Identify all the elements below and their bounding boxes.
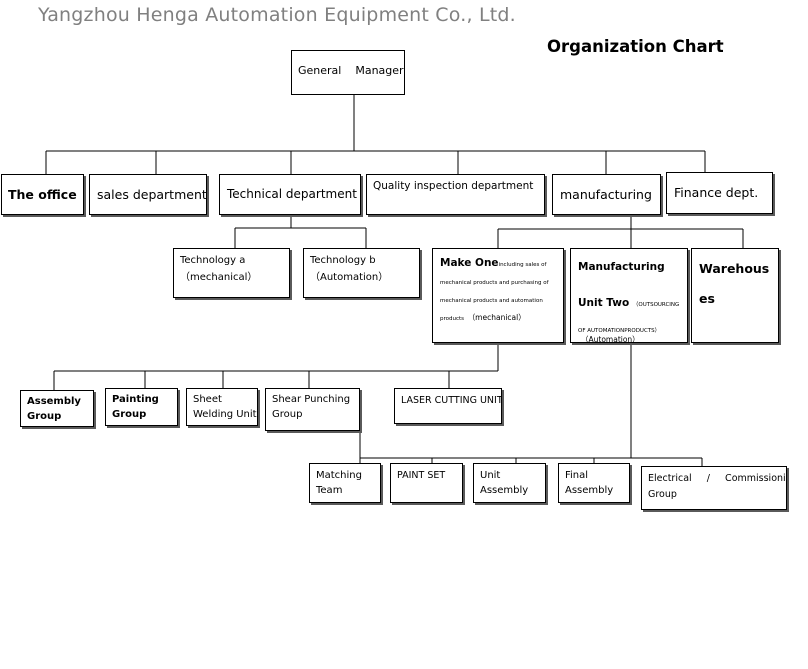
node-unit-line1: Unit (480, 470, 501, 481)
node-sales-label: sales department (97, 187, 207, 202)
node-assembly-line1: Assembly (27, 396, 81, 407)
company-name: Yangzhou Henga Automation Equipment Co.,… (38, 4, 516, 26)
node-shear-line2: Group (272, 409, 303, 420)
node-technology-a-line1: Technology a (180, 255, 246, 266)
node-technology-b-line2: （Automation） (310, 272, 389, 283)
node-manufacturing-unit-two: Manufacturing Unit Two （OUTSOURCING OF A… (570, 248, 688, 343)
node-electrical-line2: Group (648, 489, 677, 500)
node-quality-label: Quality inspection department (373, 180, 534, 192)
node-paint-set: PAINT SET (390, 463, 463, 503)
node-final-line1: Final (565, 470, 589, 481)
node-sales-department: sales department (89, 174, 207, 215)
node-technology-a: Technology a （mechanical） (173, 248, 290, 298)
node-laser-label: LASER CUTTING UNIT (401, 395, 502, 406)
node-mfg-two-tag: （Automation） (581, 335, 640, 343)
node-painting-line1: Painting (112, 394, 159, 405)
node-make-one: Make Oneincluding sales of mechanical pr… (432, 248, 564, 343)
node-general-manager: General Manager (291, 50, 405, 95)
node-make-one-note: including sales of mechanical products a… (440, 262, 549, 322)
node-the-office-label: The office (8, 187, 77, 202)
node-matching-line2: Team (316, 485, 343, 496)
node-mfg-two-line1: Manufacturing (578, 261, 665, 273)
node-painting-line2: Group (112, 409, 147, 420)
node-technical-department: Technical department (219, 174, 361, 215)
node-finance-label: Finance dept. (674, 185, 759, 200)
node-technology-b-line1: Technology b (310, 255, 376, 266)
node-electrical-line1: Electrical / Commissioning (648, 473, 787, 484)
node-technology-b: Technology b （Automation） (303, 248, 420, 298)
node-warehouses-line1: Warehous (699, 261, 770, 276)
node-make-one-tag: （mechanical） (467, 313, 526, 322)
node-finance: Finance dept. (666, 172, 773, 214)
node-unit-line2: Assembly (480, 485, 529, 496)
node-matching-team: Matching Team (309, 463, 381, 503)
node-the-office: The office (1, 174, 84, 215)
node-warehouses: Warehous es (691, 248, 779, 343)
node-sheet-line2: Welding Unit (193, 409, 257, 420)
node-warehouses-line2: es (699, 291, 715, 306)
node-technical-label: Technical department (227, 187, 357, 201)
node-matching-line1: Matching (316, 470, 362, 481)
node-mfg-two-note: （OUTSOURCING OF AUTOMATIONPRODUCTS） (578, 302, 680, 334)
node-unit-assembly: Unit Assembly (473, 463, 546, 503)
node-make-one-title: Make Oneincluding sales of mechanical pr… (440, 255, 560, 327)
node-sheet-line1: Sheet (193, 394, 222, 405)
node-final-line2: Assembly (565, 485, 614, 496)
node-assembly-group: Assembly Group (20, 390, 94, 427)
node-technology-a-line2: （mechanical） (180, 272, 258, 283)
node-final-assembly: Final Assembly (558, 463, 630, 503)
node-mfg-two-line2-wrap: Unit Two （OUTSOURCING OF AUTOMATIONPRODU… (578, 291, 684, 342)
node-manufacturing-label: manufacturing (560, 187, 652, 202)
node-make-one-title-text: Make One (440, 257, 499, 269)
node-shear-line1: Shear Punching (272, 394, 351, 405)
node-assembly-line2: Group (27, 411, 62, 422)
node-laser-cutting-unit: LASER CUTTING UNIT (394, 388, 502, 424)
chart-title: Organization Chart (547, 37, 724, 56)
node-electrical-commissioning-group: Electrical / Commissioning Group (641, 466, 787, 510)
node-mfg-two-line2: Unit Two (578, 297, 630, 309)
node-painting-group: Painting Group (105, 388, 178, 426)
node-sheet-welding-unit: Sheet Welding Unit (186, 388, 258, 426)
node-manufacturing: manufacturing (552, 174, 661, 215)
node-paint-set-label: PAINT SET (397, 470, 446, 481)
node-general-manager-label: General Manager (298, 64, 404, 77)
node-quality-inspection: Quality inspection department (366, 174, 545, 215)
node-shear-punching-group: Shear Punching Group (265, 388, 360, 431)
